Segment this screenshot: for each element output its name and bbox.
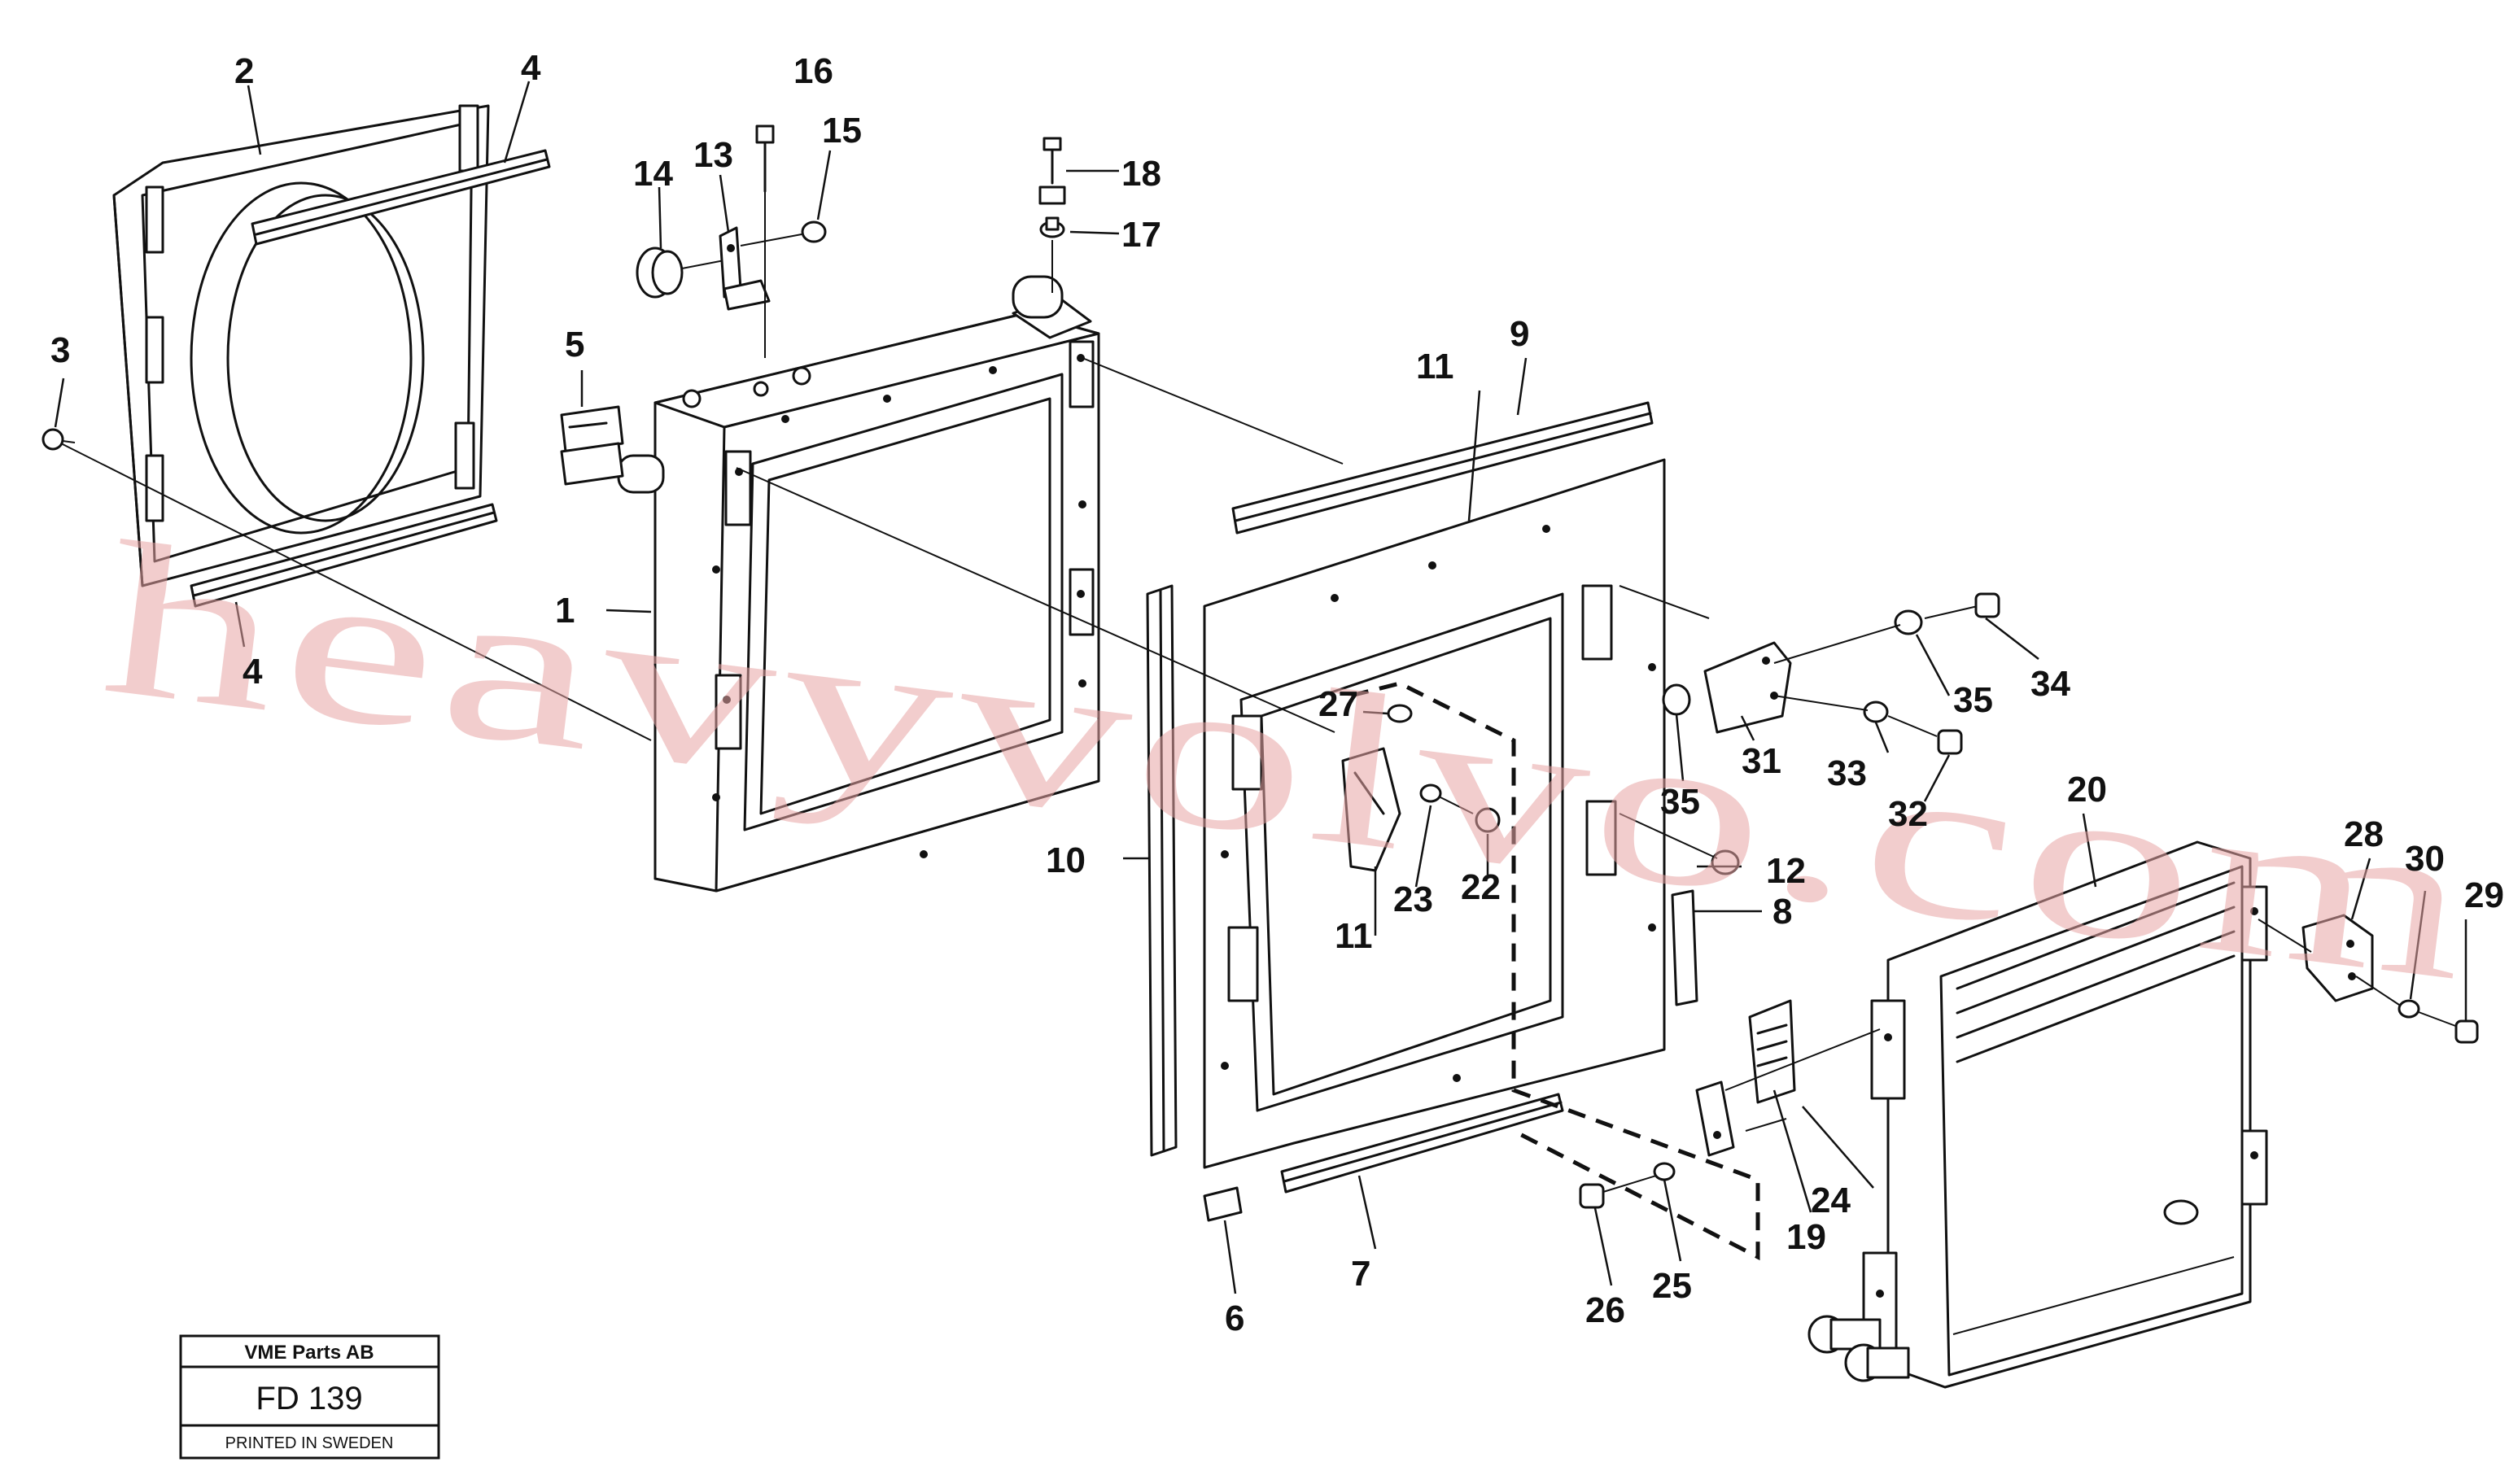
fan-shroud-part-2 (112, 104, 490, 587)
callout-34: 34 (2030, 664, 2070, 704)
callout-12: 12 (1766, 851, 1806, 891)
title-block-code: FD 139 (256, 1381, 362, 1416)
callout-2: 2 (234, 51, 254, 91)
seal-strip-part-7 (1280, 1093, 1564, 1194)
callout-30: 30 (2405, 839, 2445, 879)
callout-4-bottom: 4 (243, 652, 263, 692)
callout-29: 29 (2464, 875, 2504, 915)
callout-11-top: 11 (1416, 347, 1454, 386)
clip-part-6 (1203, 1186, 1243, 1222)
callout-7: 7 (1351, 1254, 1370, 1294)
washer-part-27 (1387, 704, 1413, 723)
callout-1: 1 (555, 591, 575, 631)
bolt-part-22 (1440, 797, 1501, 833)
callout-leaders (54, 81, 2467, 1294)
bolt-part-34 (1974, 592, 2000, 618)
callout-11-bottom: 11 (1335, 916, 1373, 956)
callout-26: 26 (1585, 1290, 1625, 1330)
nut-part-35-right (1894, 605, 1978, 635)
callout-6: 6 (1225, 1298, 1244, 1338)
seal-strip-part-10 (1146, 584, 1178, 1157)
callout-33: 33 (1827, 753, 1867, 793)
seal-strip-lower-part-4 (190, 503, 498, 608)
callout-28: 28 (2344, 814, 2384, 854)
callout-24: 24 (1811, 1181, 1851, 1220)
washer-part-23 (1419, 783, 1442, 803)
washer-part-30 (2398, 999, 2420, 1019)
callout-10: 10 (1046, 840, 1086, 880)
callout-32: 32 (1888, 794, 1928, 834)
callout-22: 22 (1461, 867, 1501, 907)
bracket-part-5 (560, 405, 624, 486)
bracket-part-24 (1748, 999, 1796, 1104)
callout-19: 19 (1786, 1217, 1826, 1257)
nut-part-15 (740, 220, 827, 247)
washer-part-25 (1653, 1162, 1676, 1181)
callout-27: 27 (1318, 684, 1358, 724)
seal-strip-part-9 (1231, 401, 1654, 535)
callout-9: 9 (1510, 314, 1529, 354)
callout-13: 13 (693, 135, 733, 175)
bracket-part-19 (1695, 1080, 1735, 1157)
oil-cooler-part-20 (1807, 840, 2268, 1389)
callout-14: 14 (633, 154, 673, 194)
title-block-company: VME Parts AB (244, 1342, 374, 1364)
shroud-panel-part-11 (1203, 458, 1666, 1169)
bolt-part-3 (42, 428, 76, 451)
callout-16: 16 (793, 51, 833, 91)
nipple-part-12 (1711, 849, 1740, 875)
bolt-part-26 (1579, 1175, 1657, 1209)
rubber-mount-part-14 (636, 247, 725, 299)
seal-strip-upper-part-4 (251, 149, 551, 246)
callout-labels: 2 4 3 4 5 1 14 13 16 15 18 17 9 11 10 27… (50, 48, 2504, 1338)
bracket-part-13 (719, 226, 771, 311)
stud-part-18 (1038, 137, 1066, 205)
callout-31: 31 (1742, 741, 1781, 781)
callout-8: 8 (1772, 892, 1792, 932)
callout-5: 5 (565, 325, 584, 364)
bracket-part-28 (2301, 914, 2374, 1002)
radiator-frame-part-1 (617, 275, 1100, 893)
callout-20: 20 (2067, 770, 2107, 810)
callout-15: 15 (822, 111, 862, 151)
callout-4-top: 4 (521, 48, 541, 88)
callout-23: 23 (1393, 879, 1433, 919)
callout-3: 3 (50, 330, 70, 370)
callout-17: 17 (1121, 215, 1161, 255)
callout-35-left: 35 (1660, 782, 1700, 822)
seal-strip-part-8 (1671, 889, 1698, 1006)
callout-18: 18 (1121, 154, 1161, 194)
bolt-part-32 (1937, 729, 1963, 755)
title-block-printed: PRINTED IN SWEDEN (225, 1434, 394, 1452)
washer-part-17 (1039, 216, 1065, 293)
assembly-lines (60, 357, 2400, 1132)
bracket-part-31 (1703, 641, 1792, 734)
callout-25: 25 (1652, 1266, 1692, 1306)
bracket-part-21 (1341, 747, 1401, 872)
title-block: VME Parts AB FD 139 PRINTED IN SWEDEN (179, 1334, 440, 1460)
screw-part-16 (755, 124, 775, 358)
nut-part-33 (1863, 701, 1938, 737)
callout-35-right: 35 (1953, 680, 1993, 720)
